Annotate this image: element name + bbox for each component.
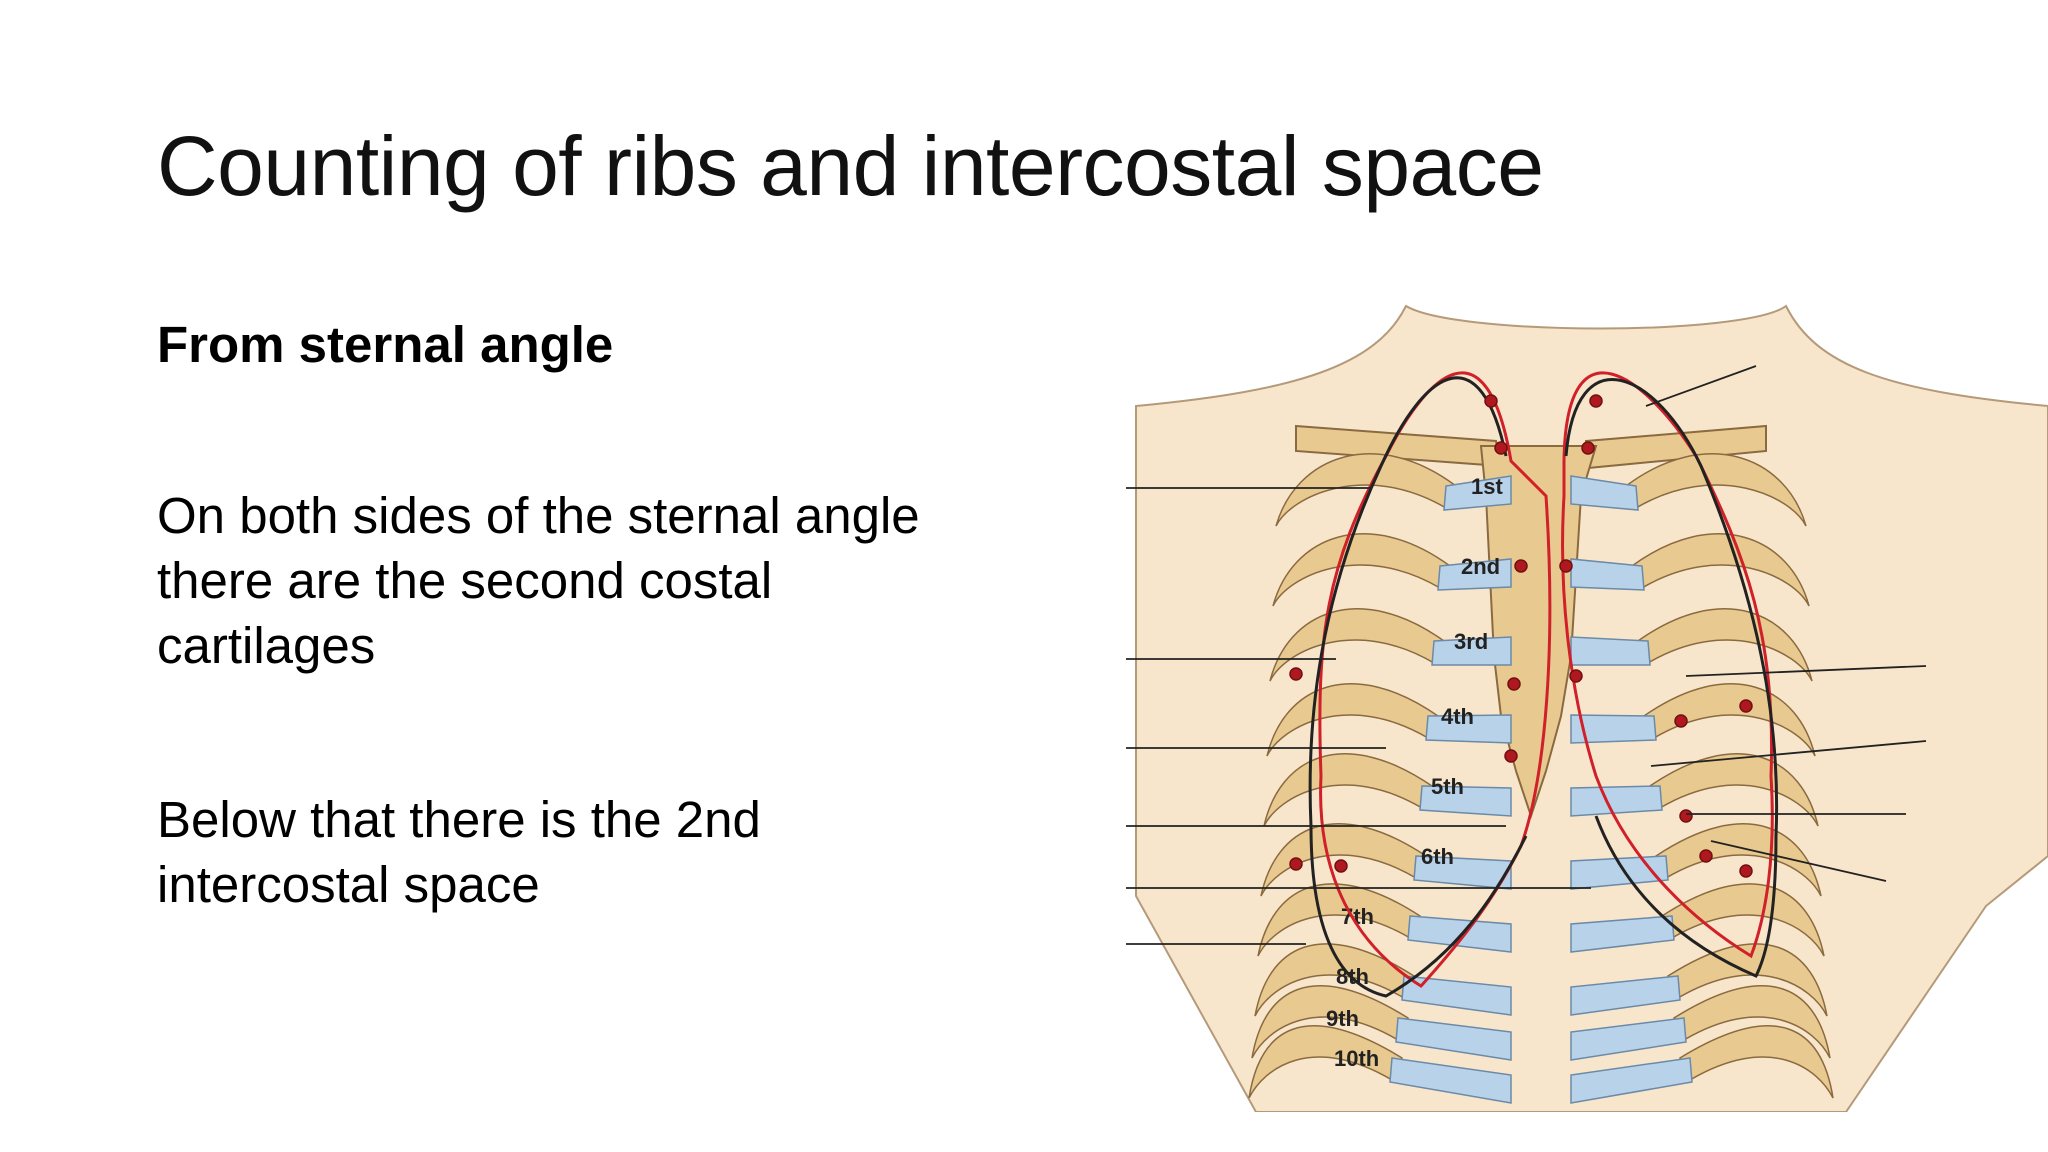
- right-rib-1: [1625, 453, 1807, 527]
- rib-label-1: 1st: [1471, 474, 1503, 499]
- right-costal-cartilage-9: [1570, 1017, 1687, 1061]
- right-rib-4: [1643, 683, 1816, 757]
- left-costal-cartilage-6: [1413, 855, 1512, 890]
- left-costal-cartilage-4: [1425, 714, 1512, 744]
- leader-lines: [1126, 365, 1927, 945]
- right-costal-cartilage-3: [1570, 636, 1651, 666]
- left-rib-2: [1272, 533, 1451, 607]
- paragraph-sternal-angle: On both sides of the sternal angle there…: [157, 487, 920, 674]
- right-costal-cartilage-1: [1570, 475, 1639, 511]
- left-lung-outline: [1308, 376, 1528, 998]
- rib-label-2: 2nd: [1461, 554, 1500, 579]
- left-rib-3: [1269, 608, 1445, 682]
- rib-label-9: 9th: [1326, 1006, 1359, 1031]
- right-costal-cartilage-2: [1570, 558, 1645, 591]
- right-rib-8: [1667, 943, 1828, 1017]
- right-costal-cartilage-5: [1570, 785, 1663, 817]
- rib-label-3: 3rd: [1454, 629, 1488, 654]
- right-rib-9: [1673, 985, 1831, 1059]
- rib-label-4: 4th: [1441, 704, 1474, 729]
- right-costal-cartilage-4: [1570, 714, 1657, 744]
- left-costal-cartilage-1: [1443, 475, 1512, 511]
- left-rib-8: [1254, 943, 1415, 1017]
- right-rib-7: [1661, 883, 1825, 957]
- left-rib-6: [1260, 823, 1427, 897]
- left-costal-cartilage-10: [1389, 1057, 1512, 1104]
- right-rib-10: [1679, 1025, 1834, 1099]
- right-costal-cartilage-8: [1570, 975, 1681, 1016]
- right-lung-outline: [1564, 378, 1779, 978]
- right-rib-2: [1631, 533, 1810, 607]
- left-rib-10: [1248, 1025, 1403, 1099]
- ribs-group: [1248, 453, 1834, 1104]
- left-costal-cartilage-7: [1407, 915, 1512, 953]
- rib-label-6: 6th: [1421, 844, 1454, 869]
- left-costal-cartilage-2: [1437, 558, 1512, 591]
- paragraph-intercostal-space: Below that there is the 2nd intercostal …: [157, 791, 761, 913]
- right-costal-cartilage-10: [1570, 1057, 1693, 1104]
- landmark-dots: [1289, 394, 1753, 878]
- right-rib-3: [1637, 608, 1813, 682]
- right-costal-cartilage-7: [1570, 915, 1675, 953]
- right-costal-cartilage-6: [1570, 855, 1669, 890]
- right-rib-6: [1655, 823, 1822, 897]
- left-rib-9: [1251, 985, 1409, 1059]
- rib-label-5: 5th: [1431, 774, 1464, 799]
- left-costal-cartilage-8: [1401, 975, 1512, 1016]
- left-rib-4: [1266, 683, 1439, 757]
- left-costal-cartilage-5: [1419, 785, 1512, 817]
- rib-label-10: 10th: [1334, 1046, 1379, 1071]
- left-costal-cartilage-9: [1395, 1017, 1512, 1061]
- subheading: From sternal angle: [157, 316, 614, 373]
- left-costal-cartilage-3: [1431, 636, 1512, 666]
- slide-title: Counting of ribs and intercostal space: [157, 119, 1544, 213]
